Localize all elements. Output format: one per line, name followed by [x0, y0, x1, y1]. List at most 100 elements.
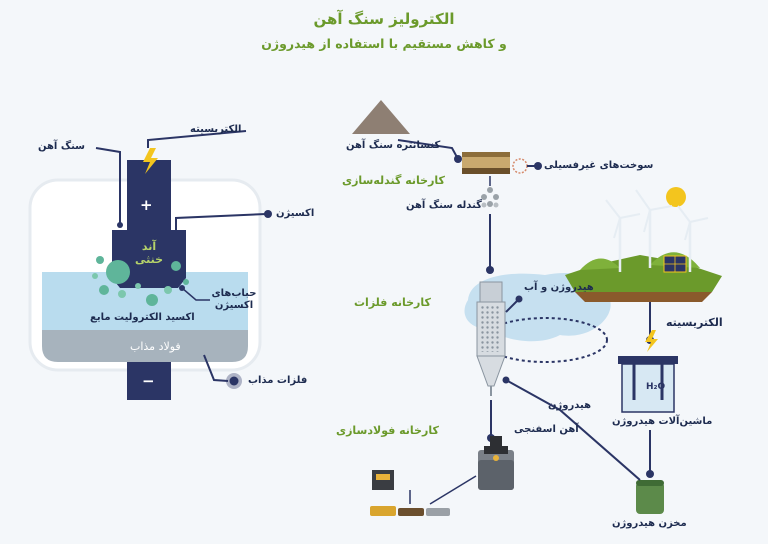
iron-ore-label: سنگ آهن [38, 141, 85, 152]
hill [580, 258, 620, 270]
oxygen-bubble [164, 286, 172, 294]
oxygen-label: اکسیژن [276, 208, 315, 219]
turbine-blade [649, 205, 673, 211]
oxygen-bubble [183, 279, 189, 285]
page-subtitle: و کاهش مستقیم با استفاده از هیدروژن [261, 36, 507, 51]
pellet-icon [493, 202, 499, 208]
lightning-icon [143, 148, 158, 174]
reactor-head [479, 281, 503, 303]
casting-glow [376, 474, 390, 480]
ore-concentrate-label: کنسانتره سنگ آهن [346, 140, 441, 151]
pellet-icon [487, 187, 493, 193]
hydrogen-tank [636, 482, 664, 514]
oxygen-bubble [99, 285, 109, 295]
leader-dot [454, 155, 462, 163]
eaf-lid [484, 446, 508, 454]
pellet-icon [493, 194, 499, 200]
electrolysis-cell [28, 130, 272, 400]
leader-dot [534, 162, 542, 170]
electrolyzers-label: ماشین‌آلات هیدروژن [612, 416, 713, 427]
turbine-blade [643, 209, 651, 233]
concentrate-leader [397, 139, 459, 160]
hydrogen-label: هیدروژن [548, 400, 592, 411]
oxygen-bubble [92, 273, 98, 279]
electrolyzer-tank [621, 363, 675, 413]
hydrogen-water-label: هیدروژن و آب [524, 282, 594, 293]
cathode-rod [127, 362, 171, 400]
anode-rod [127, 160, 171, 232]
furnace-pellets [481, 306, 501, 352]
leader-dot [264, 210, 272, 218]
turbine-blade [605, 199, 621, 219]
oxygen-leader [175, 213, 267, 238]
molten-steel-label: فولاد مذاب [130, 340, 181, 353]
turbine-blade [689, 217, 709, 223]
oxygen-bubble [146, 294, 158, 306]
minus-sign: − [142, 372, 155, 390]
turbine-blade [635, 189, 651, 211]
pellet-icon [487, 201, 493, 207]
turbine-blade [684, 221, 691, 241]
pellet-machine-top [462, 152, 510, 157]
bubbles-leader [181, 287, 210, 301]
hydrogen-supply-line [505, 379, 641, 481]
electrolyzer-top [618, 356, 678, 364]
hydrogen-storage-label: مخزن هیدروژن [612, 518, 687, 529]
lightning-icon [645, 330, 658, 352]
furnace-cone [476, 355, 506, 387]
eaf-body [478, 460, 514, 490]
process-flow [352, 100, 722, 516]
sun-icon [666, 187, 686, 207]
plus-sign: + [140, 196, 153, 214]
steel-product [426, 508, 450, 516]
molten-metals-label: فلزات مذاب [248, 375, 308, 386]
leader-dot [117, 222, 123, 228]
oxygen-bubble [118, 290, 126, 298]
leader-dot [502, 376, 510, 384]
oxygen-bubble [171, 261, 181, 271]
molten-steel-layer [42, 330, 248, 362]
pellet-machine-base [462, 168, 510, 174]
eaf-to-products [429, 475, 477, 505]
molten-metal-dot [229, 376, 239, 386]
turbine-blade [619, 213, 641, 219]
hydrogen-tank-cap [636, 480, 664, 486]
leader-dot [515, 295, 523, 303]
eaf-electrode [490, 436, 502, 446]
steel-product [398, 508, 424, 516]
sponge-iron-label: آهن اسفنجی [514, 424, 579, 435]
inert-anode-block [112, 230, 186, 288]
electricity-label-grid: الکتریسیته [666, 316, 723, 329]
eaf-glow [493, 455, 499, 461]
turbine-blade [677, 205, 691, 223]
inert-anode-label: آند خنثی [134, 240, 164, 266]
steel-product [370, 506, 396, 516]
fossil-fuels-label: سوخت‌های غیرفسیلی [544, 160, 654, 171]
electricity-label-cell: الکتریسیته [190, 124, 242, 135]
metals-plant-label: کارخانه فلزات [354, 296, 431, 309]
oxygen-bubble [106, 260, 130, 284]
steel-plant-label: کارخانه فولادسازی [336, 424, 439, 437]
oxygen-bubbles-label: حباب‌های اکسیژن [211, 288, 257, 311]
pellet-plant-label: کارخانه گندله‌سازی [342, 174, 445, 187]
fuel-icon [512, 158, 528, 174]
leader-dot [486, 266, 494, 274]
molten-metals-leader [203, 354, 229, 382]
electricity-leader [147, 130, 247, 148]
pellet-icon [481, 202, 487, 208]
page-title: الکترولیز سنگ آهن [313, 10, 455, 28]
oxygen-bubble [135, 283, 141, 289]
h2o-label: H₂O [646, 382, 666, 392]
iron-ore-leader [95, 147, 121, 225]
leader-dot [646, 470, 654, 478]
landscape-soil [575, 292, 712, 302]
leader-dot [179, 285, 185, 291]
iron-pellets-label: گندله سنگ آهن [406, 200, 482, 211]
pellet-icon [481, 194, 487, 200]
hydrogen-water-leader [505, 299, 519, 313]
turbine-blade [613, 217, 621, 239]
oxygen-bubble [96, 256, 104, 264]
ore-pile [352, 100, 410, 134]
